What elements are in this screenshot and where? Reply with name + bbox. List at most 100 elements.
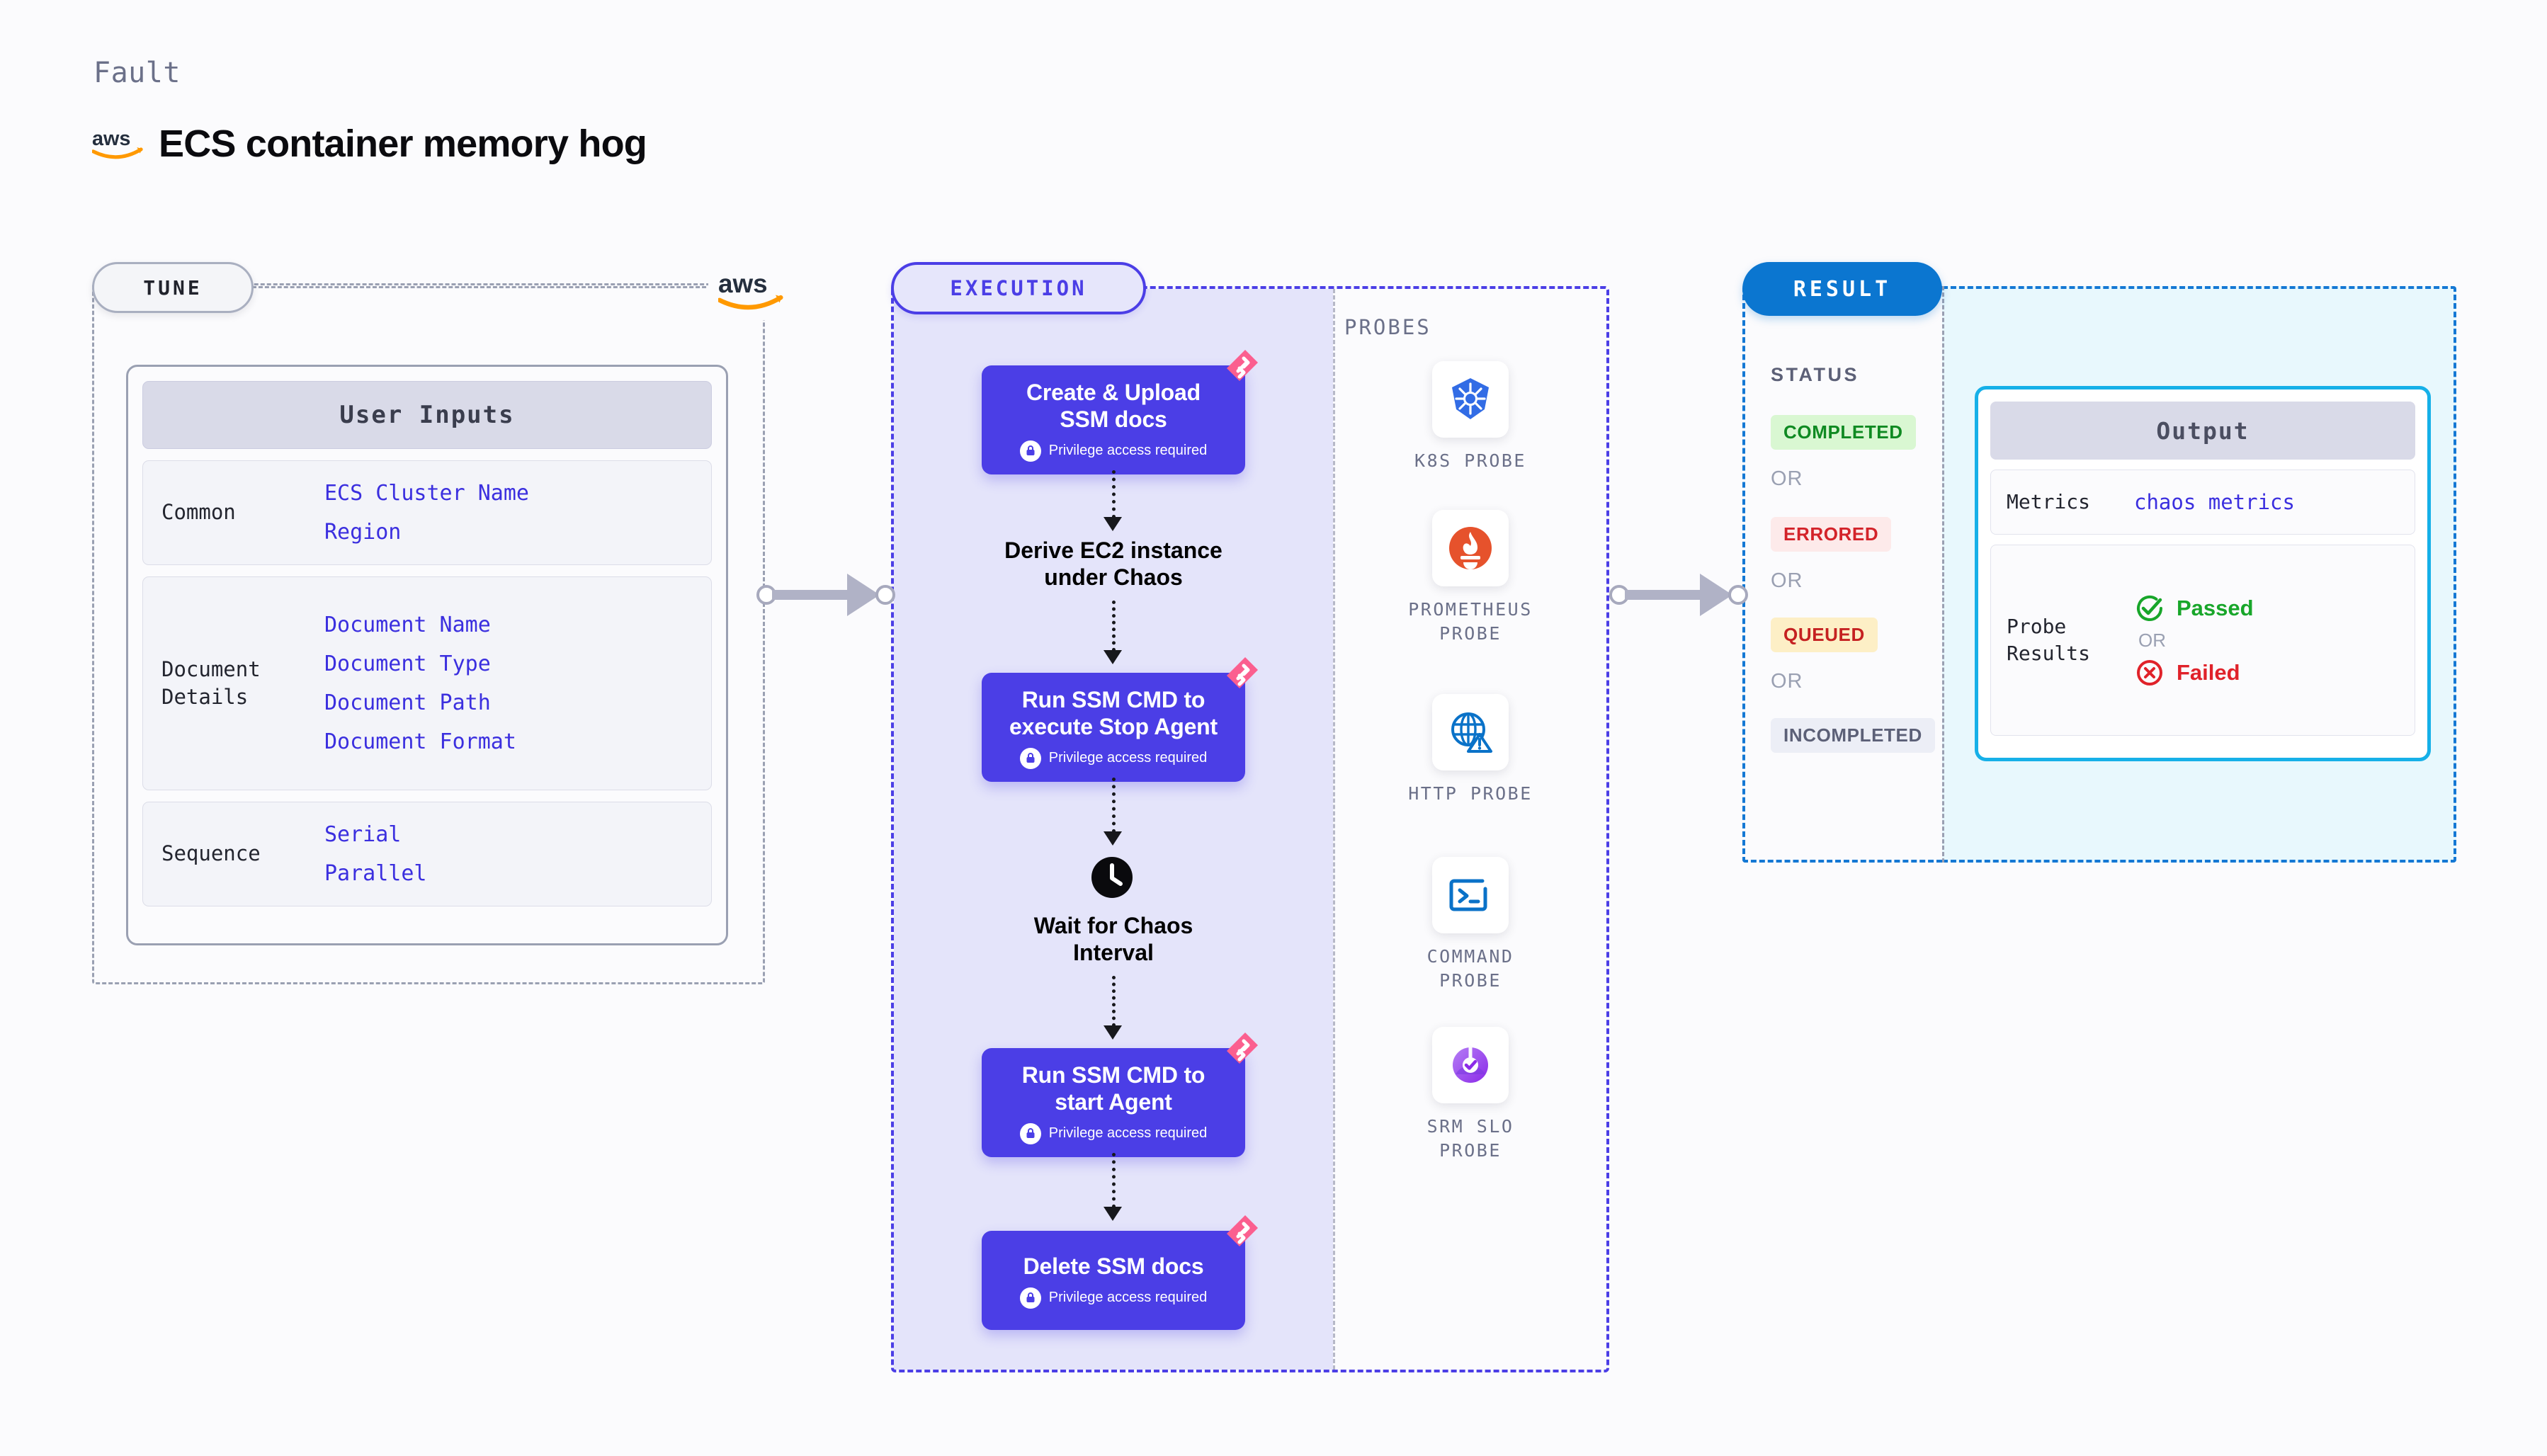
- lock-icon: [1019, 440, 1041, 462]
- flow-arrow-icon: [1104, 1025, 1122, 1040]
- flow-arrow-icon: [1104, 1207, 1122, 1221]
- execution-step-delete-ssm-docs[interactable]: Delete SSM docs Privilege access require…: [982, 1215, 1258, 1330]
- flow-arrow-icon: [1104, 831, 1122, 846]
- execution-pill-label[interactable]: EXECUTION: [891, 262, 1146, 314]
- flow-connector: [1112, 470, 1116, 518]
- svg-text:aws: aws: [92, 127, 130, 150]
- flow-connector: [1112, 601, 1116, 652]
- probe-result-passed: Passed: [2134, 593, 2254, 624]
- probe-label: COMMAND PROBE: [1426, 946, 1514, 991]
- execution-step-run-ssm-cmd-stop-agent[interactable]: Run SSM CMD to execute Stop Agent Privil…: [982, 657, 1258, 782]
- input-field-ecs-cluster-name[interactable]: ECS Cluster Name: [324, 481, 529, 506]
- probe-result-or: OR: [2138, 629, 2166, 651]
- result-pill-label[interactable]: RESULT: [1742, 262, 1942, 316]
- section-label: Common: [161, 500, 236, 525]
- user-inputs-section-sequence: Sequence Serial Parallel: [142, 802, 712, 906]
- flow-connector: [1112, 1153, 1116, 1208]
- page-header: aws ECS container memory hog: [92, 122, 647, 166]
- privilege-note-text: Privilege access required: [1048, 750, 1208, 766]
- status-badge-incompleted: INCOMPLETED: [1771, 718, 1935, 753]
- execution-step-derive-ec2-instance: Derive EC2 instance under Chaos: [1004, 538, 1223, 591]
- input-field-document-path[interactable]: Document Path: [324, 690, 491, 715]
- tune-pill-label[interactable]: TUNE: [92, 262, 254, 313]
- input-field-document-format[interactable]: Document Format: [324, 729, 516, 754]
- probe-result-failed: Failed: [2134, 657, 2254, 688]
- step-title: Delete SSM docs: [1023, 1253, 1204, 1280]
- status-or-2: OR: [1771, 569, 1803, 592]
- input-field-document-name[interactable]: Document Name: [324, 613, 491, 637]
- step-title: Run SSM CMD to start Agent: [1021, 1062, 1206, 1115]
- privilege-note: Privilege access required: [1019, 1287, 1207, 1309]
- terminal-icon: [1432, 857, 1509, 933]
- lock-icon: [1019, 1287, 1041, 1309]
- x-circle-icon: [2137, 659, 2162, 686]
- failed-label: Failed: [2177, 659, 2240, 685]
- user-inputs-section-common: Common ECS Cluster Name Region: [142, 460, 712, 565]
- execution-step-run-ssm-cmd-start-agent[interactable]: Run SSM CMD to start Agent Privilege acc…: [982, 1033, 1258, 1157]
- kubernetes-icon: [1432, 361, 1509, 438]
- output-metrics-label: Metrics: [2007, 490, 2091, 514]
- execution-step-wait-for-chaos-interval: Wait for Chaos Interval: [1033, 913, 1193, 966]
- http-globe-icon: [1432, 694, 1509, 770]
- output-card: Output Metrics chaos metrics Probe Resul…: [1975, 386, 2431, 761]
- probe-command[interactable]: COMMAND PROBE: [1364, 857, 1577, 993]
- status-badge-completed: COMPLETED: [1771, 415, 1916, 450]
- tune-aws-logo-icon: aws: [708, 261, 793, 320]
- check-circle-icon: [2137, 595, 2162, 621]
- probes-divider: [1333, 289, 1335, 1370]
- flow-connector: [1112, 778, 1116, 833]
- probe-label: HTTP PROBE: [1408, 783, 1533, 804]
- output-probe-results-label: Probe Results: [2007, 615, 2091, 665]
- clock-icon: [1091, 857, 1133, 898]
- aws-logo-icon: aws: [92, 127, 143, 161]
- tune-panel: [92, 283, 765, 984]
- tune-connector-line: [252, 286, 713, 288]
- input-option-serial[interactable]: Serial: [324, 822, 402, 847]
- privilege-note: Privilege access required: [1019, 440, 1208, 462]
- probe-srm-slo[interactable]: SRM SLO PROBE: [1364, 1027, 1577, 1163]
- result-divider: [1942, 286, 1944, 863]
- input-field-document-type[interactable]: Document Type: [324, 652, 491, 676]
- input-field-region[interactable]: Region: [324, 520, 402, 545]
- srm-slo-icon: [1432, 1027, 1509, 1103]
- probe-http[interactable]: HTTP PROBE: [1364, 694, 1577, 806]
- chaos-badge-icon: [1227, 1033, 1258, 1064]
- privilege-note-text: Privilege access required: [1048, 443, 1208, 458]
- lock-icon: [1019, 747, 1041, 769]
- output-row-metrics: Metrics chaos metrics: [1990, 470, 2415, 535]
- output-row-probe-results: Probe Results Passed OR Failed: [1990, 545, 2415, 736]
- probe-label: SRM SLO PROBE: [1426, 1116, 1514, 1161]
- page-title: ECS container memory hog: [159, 123, 647, 165]
- output-metrics-value[interactable]: chaos metrics: [2134, 490, 2295, 514]
- probe-label: PROMETHEUS PROBE: [1408, 599, 1533, 644]
- privilege-note: Privilege access required: [1019, 1122, 1207, 1144]
- input-option-parallel[interactable]: Parallel: [324, 861, 427, 886]
- step-title: Run SSM CMD to execute Stop Agent: [1009, 687, 1218, 739]
- probe-label: K8S PROBE: [1414, 450, 1526, 471]
- execution-step-create-upload-ssm-docs[interactable]: Create & Upload SSM docs Privilege acces…: [982, 350, 1258, 474]
- arrow-right-icon-execution-to-result: [1609, 574, 1751, 616]
- probe-prometheus[interactable]: PROMETHEUS PROBE: [1364, 510, 1577, 646]
- status-heading: STATUS: [1771, 364, 1859, 385]
- status-badge-errored: ERRORED: [1771, 517, 1892, 552]
- execution-panel: [891, 286, 1609, 1372]
- chaos-badge-icon: [1227, 657, 1258, 688]
- user-inputs-section-document-details: Document Details Document Name Document …: [142, 576, 712, 790]
- step-title: Create & Upload SSM docs: [1026, 380, 1201, 432]
- status-or-3: OR: [1771, 670, 1803, 693]
- user-inputs-title: User Inputs: [142, 381, 712, 449]
- status-or-1: OR: [1771, 467, 1803, 490]
- page-eyebrow: Fault: [93, 57, 181, 89]
- probes-section-label: PROBES: [1344, 315, 1431, 339]
- status-badge-queued: QUEUED: [1771, 618, 1878, 652]
- flow-arrow-icon: [1104, 650, 1122, 664]
- prometheus-icon: [1432, 510, 1509, 586]
- section-label: Document Details: [161, 656, 261, 709]
- flow-arrow-icon: [1104, 517, 1122, 531]
- output-title: Output: [1990, 402, 2415, 460]
- user-inputs-card: User Inputs Common ECS Cluster Name Regi…: [126, 365, 728, 945]
- privilege-note: Privilege access required: [1019, 747, 1208, 769]
- probe-k8s[interactable]: K8S PROBE: [1364, 361, 1577, 473]
- flow-connector: [1112, 976, 1116, 1027]
